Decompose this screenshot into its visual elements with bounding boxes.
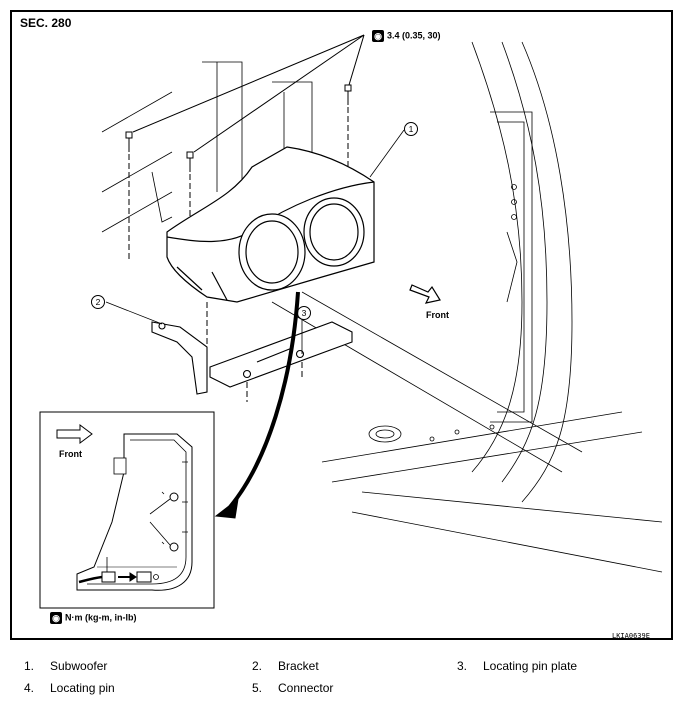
legend-item-locating-pin-plate: 3. Locating pin plate — [457, 659, 577, 673]
callout-2: 2 — [96, 297, 101, 307]
front-label-main: Front — [426, 310, 449, 320]
legend-number: 5. — [252, 681, 263, 695]
legend-label: Locating pin plate — [483, 659, 578, 673]
legend-label: Locating pin — [50, 681, 115, 695]
subwoofer-enclosure — [166, 146, 375, 303]
legend-label: Connector — [278, 681, 334, 695]
legend-item-locating-pin: 4. Locating pin — [24, 681, 115, 695]
front-label-inset: Front — [59, 449, 82, 459]
callout-1: 1 — [409, 124, 414, 134]
torque-wrench-icon: ◉ — [50, 612, 62, 624]
legend-number: 4. — [24, 681, 35, 695]
locating-pin-plate — [209, 321, 353, 388]
legend-item-subwoofer: 1. Subwoofer — [24, 659, 107, 673]
legend-label: Bracket — [278, 659, 319, 673]
torque-spec: ◉3.4 (0.35, 30) — [372, 30, 441, 42]
callout-3: 3 — [302, 308, 307, 318]
legend-item-bracket: 2. Bracket — [252, 659, 319, 673]
torque-wrench-icon: ◉ — [372, 30, 384, 42]
parts-legend: 1. Subwoofer 2. Bracket 3. Locating pin pla… — [0, 650, 685, 704]
drawing-code: LKIA0639E — [612, 632, 650, 640]
torque-units-text: N·m (kg-m, in-lb) — [65, 612, 137, 623]
legend-number: 1. — [24, 659, 35, 673]
callout-leaders — [105, 129, 405, 354]
subwoofer-assembly-drawing: 1 2 3 4 5 — [39, 34, 663, 609]
bracket — [151, 321, 208, 395]
inset-detail — [39, 411, 215, 609]
diagram-frame: 1 2 3 4 5 — [10, 10, 673, 640]
front-arrow-main — [409, 284, 441, 304]
legend-number: 2. — [252, 659, 263, 673]
legend-number: 3. — [457, 659, 468, 673]
legend-item-connector: 5. Connector — [252, 681, 333, 695]
torque-spec-value: 3.4 (0.35, 30) — [387, 30, 441, 41]
section-label: SEC. 280 — [20, 16, 72, 30]
detail-arrow — [214, 291, 300, 519]
legend-label: Subwoofer — [50, 659, 108, 673]
torque-units: ◉N·m (kg-m, in-lb) — [50, 612, 137, 624]
bolts — [125, 34, 365, 402]
